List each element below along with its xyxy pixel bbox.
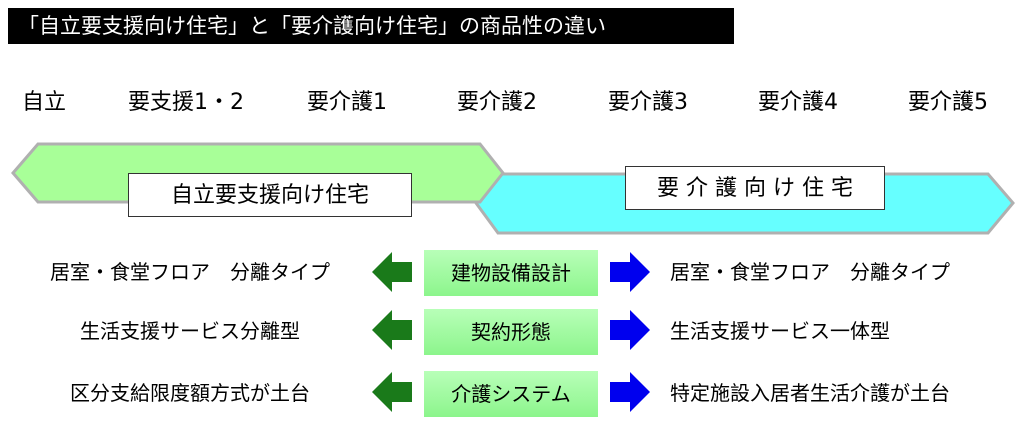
right-building-design: 居室・食堂フロア 分離タイプ [670,260,950,284]
level-kaigo-1: 要介護1 [307,90,387,115]
right-arrow-2 [610,310,650,350]
level-youshien: 要支援1・2 [128,90,244,115]
left-arrow-1 [372,252,412,292]
left-care-system: 区分支給限度額方式が土台 [70,381,310,405]
level-kaigo-5: 要介護5 [908,90,988,115]
right-arrow-3 [610,372,650,412]
left-arrow-2 [372,310,412,350]
level-kaigo-3: 要介護3 [608,90,688,115]
band-left-label: 自立要支援向け住宅 [128,173,412,217]
level-kaigo-4: 要介護4 [758,90,838,115]
level-kaigo-2: 要介護2 [457,90,537,115]
category-care-system: 介護システム [424,371,598,417]
left-arrow-3 [372,372,412,412]
band-right-label: 要 介 護 向 け 住 宅 [625,166,885,210]
right-care-system: 特定施設入居者生活介護が土台 [670,381,950,405]
right-arrow-1 [610,252,650,292]
right-contract-type: 生活支援サービス一体型 [670,319,890,343]
left-building-design: 居室・食堂フロア 分離タイプ [50,260,330,284]
category-building-design: 建物設備設計 [424,250,598,296]
left-contract-type: 生活支援サービス分離型 [80,319,300,343]
level-jiritsu: 自立 [22,90,67,115]
page-title: 「自立要支援向け住宅」と「要介護向け住宅」の商品性の違い [8,8,734,44]
category-contract-type: 契約形態 [424,309,598,355]
